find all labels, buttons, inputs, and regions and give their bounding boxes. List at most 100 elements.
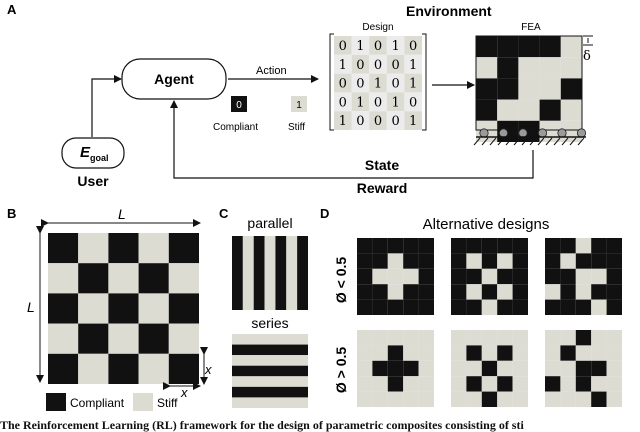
fea-border (475, 35, 583, 131)
alternative-design-cell (591, 284, 607, 300)
design-matrix-value: 0 (339, 77, 347, 92)
alternative-design-cell (451, 238, 467, 254)
compliant-value-swatch (231, 96, 247, 112)
cell-height-x-label: x (204, 362, 212, 377)
alternative-design-cell (591, 360, 607, 377)
checkerboard-cell (138, 353, 169, 384)
fea-hatch-line (537, 137, 545, 146)
design-matrix-value: 0 (409, 39, 417, 54)
design-matrix-cell (386, 36, 405, 55)
alternative-design-cell (403, 284, 419, 300)
design-matrix-cell (404, 54, 422, 74)
checkerboard-cell (168, 353, 199, 384)
alternative-design-cell (481, 376, 498, 392)
checkerboard-cell (108, 263, 139, 294)
alternative-design-cell (575, 284, 592, 300)
alternative-design-cell (357, 238, 373, 254)
action-label: Action (256, 65, 287, 77)
design-matrix-cell (334, 92, 352, 112)
parallel-design (232, 236, 308, 310)
checkerboard-cell (168, 233, 199, 264)
design-matrix-cell (334, 73, 352, 93)
alternative-design-cell (606, 238, 622, 254)
alternative-design-cell (418, 345, 434, 361)
alternative-design-cell (545, 268, 561, 285)
alternative-design-cell (357, 284, 373, 300)
alternative-design-cell (606, 345, 622, 361)
fea-hatch-line (561, 137, 569, 146)
fea-roller-support (576, 128, 587, 138)
design-matrix-cell (386, 111, 405, 130)
alternative-design-cell (512, 391, 528, 407)
checkerboard-cell (138, 293, 169, 324)
alternative-design-cell (403, 238, 419, 254)
design-matrix-cell (334, 111, 352, 130)
design-matrix-cell (386, 92, 405, 112)
checkerboard-cell (168, 293, 199, 324)
checkerboard-cell (78, 263, 109, 294)
alternative-design-cell (497, 238, 513, 254)
alternative-design-cell (387, 284, 404, 300)
alternative-design-cell (466, 376, 482, 392)
panel-d-letter: D (320, 206, 329, 221)
alternative-design-cell (357, 330, 373, 346)
alternative-design-cell (497, 268, 513, 285)
design-matrix-cell (351, 73, 370, 93)
alternative-design-cell (560, 253, 576, 269)
alternative-design-cell (512, 360, 528, 377)
alternative-design-cell (497, 299, 513, 315)
alternative-design-cell (418, 268, 434, 285)
top-l-label: L (118, 206, 126, 222)
fea-cell (560, 99, 582, 121)
alternative-design-cell (372, 345, 388, 361)
fea-hatch-line (489, 137, 497, 146)
alternative-design-cell (357, 299, 373, 315)
fea-cell (518, 99, 540, 121)
alternative-design-cell (512, 345, 528, 361)
alternative-design-cell (418, 376, 434, 392)
goal-subscript: goal (90, 153, 109, 163)
alternative-design-cell (466, 253, 482, 269)
series-design (232, 334, 308, 408)
fea-roller-support (518, 128, 528, 138)
alternative-design-cell (418, 391, 434, 407)
parallel-stripe (297, 236, 308, 310)
alternative-design-cell (481, 391, 498, 407)
alternative-design-cell (466, 360, 482, 377)
alternative-design-cell (560, 284, 576, 300)
alternative-design-cell (512, 253, 528, 269)
alternative-design-cell (575, 360, 592, 377)
alternative-design-cell (466, 238, 482, 254)
checkerboard-cell (48, 323, 79, 354)
design-matrix-value: 0 (356, 114, 364, 129)
alternative-design-cell (575, 330, 592, 346)
alternative-design-cell (481, 284, 498, 300)
fea-hatch-line (529, 137, 537, 146)
fea-label: FEA (521, 22, 541, 33)
design-matrix-value: 0 (374, 39, 382, 54)
design-matrix-value: 1 (374, 77, 382, 92)
design-matrix-cell (404, 36, 422, 55)
fea-cell (560, 78, 582, 100)
alternative-design-cell (545, 391, 561, 407)
fea-hatch-line (553, 137, 561, 146)
alternative-design-cell (481, 268, 498, 285)
alternative-design-cell (357, 268, 373, 285)
fea-cell (476, 57, 498, 79)
alternative-design-cell (418, 253, 434, 269)
fea-hatch-line (569, 137, 577, 146)
checkerboard-cell (108, 293, 139, 324)
fea-ground-hatch (473, 137, 585, 146)
design-matrix-value: 1 (356, 95, 364, 110)
fea-cell (497, 78, 519, 100)
alternative-design-cell (372, 238, 388, 254)
alternative-design-cell (575, 345, 592, 361)
reward-label: Reward (357, 180, 408, 196)
design-matrix-value: 0 (391, 77, 399, 92)
alternative-design-cell (451, 330, 467, 346)
fea-cell (518, 36, 540, 58)
alternative-design-cell (372, 376, 388, 392)
checkerboard-cell (108, 353, 139, 384)
series-stripe (232, 365, 308, 377)
design-matrix-cell (404, 92, 422, 112)
